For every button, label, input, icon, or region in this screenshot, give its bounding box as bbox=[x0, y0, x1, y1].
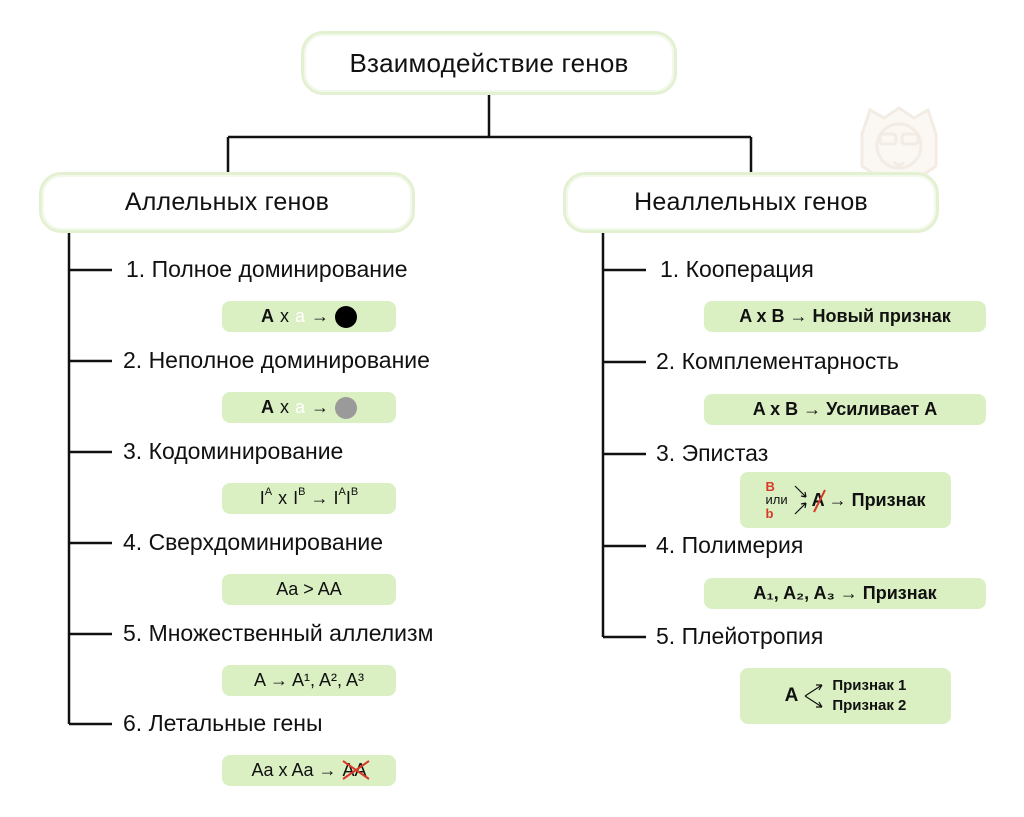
formula-epistasis: B или b A → Признак bbox=[740, 472, 951, 528]
nonallelic-title: Неаллельных генов bbox=[634, 188, 868, 216]
formula-overdominance: Aa > AA bbox=[222, 574, 396, 605]
root-to-branches-line bbox=[226, 95, 753, 172]
nonallelic-branch-ticks bbox=[603, 268, 646, 639]
formula-term: A bbox=[260, 306, 274, 326]
formula-cooperation: A x B → Новый признак bbox=[704, 301, 986, 332]
formula-result: → Признак bbox=[828, 489, 926, 510]
allelic-item-label: 5. Множественный аллелизм bbox=[123, 620, 434, 646]
nonallelic-node: Неаллельных генов bbox=[563, 172, 939, 233]
converging-arrows-icon bbox=[794, 485, 807, 515]
nonallelic-item-label: 1. Кооперация bbox=[660, 256, 814, 282]
formula-complete-dominance: A x a → bbox=[222, 301, 396, 332]
formula-term: b bbox=[765, 505, 774, 521]
formula-text: Aa x Aa → bbox=[251, 760, 337, 780]
formula-text: A₁, A₂, A₃ → Признак bbox=[753, 583, 937, 603]
nonallelic-item-label: 5. Плейотропия bbox=[656, 623, 824, 649]
formula-term: a bbox=[294, 397, 305, 417]
formula-text: Aa > AA bbox=[276, 579, 342, 599]
formula-incomplete-dominance: A x a → bbox=[222, 392, 396, 423]
nonallelic-item-label: 2. Комплементарность bbox=[656, 348, 899, 374]
formula-text: A x B → Новый признак bbox=[739, 306, 951, 326]
formula-operator: x bbox=[278, 488, 288, 508]
arrow-icon: → bbox=[311, 306, 329, 326]
formula-multiple-allelism: A → A¹, A², A³ bbox=[222, 665, 396, 696]
nonallelic-item-label: 4. Полимерия bbox=[656, 532, 804, 558]
allelic-branch-ticks bbox=[69, 268, 112, 726]
arrow-icon: → bbox=[311, 397, 329, 417]
formula-operator: x bbox=[279, 306, 289, 326]
formula-term: IB bbox=[293, 486, 306, 508]
allelic-item-label: 2. Неполное доминирование bbox=[123, 347, 430, 373]
crossed-out-gene: A bbox=[812, 489, 826, 512]
bear-logo-icon bbox=[860, 106, 938, 194]
crossed-out-genotype: AA bbox=[341, 760, 370, 781]
root-node: Взаимодействие генов bbox=[301, 31, 677, 95]
allelic-item-label: 3. Кодоминирование bbox=[123, 438, 344, 464]
epistasis-modifiers: B или b bbox=[765, 478, 788, 521]
strike-slash-icon bbox=[812, 489, 826, 512]
allelic-title: Аллельных генов bbox=[124, 188, 330, 216]
allelic-item-label: 6. Летальные гены bbox=[123, 710, 323, 736]
formula-text: A x B → Усиливает A bbox=[752, 399, 938, 419]
formula-complementarity: A x B → Усиливает A bbox=[704, 394, 986, 425]
formula-term: A bbox=[260, 397, 274, 417]
formula-codominance: IA x IB → IAIB bbox=[222, 483, 396, 514]
root-title: Взаимодействие генов bbox=[349, 47, 629, 78]
arrow-icon: → bbox=[310, 488, 329, 508]
pleiotropy-traits: Признак 1 Признак 2 bbox=[832, 676, 906, 717]
trait-label: Признак 2 bbox=[832, 697, 907, 714]
formula-term: a bbox=[294, 306, 305, 326]
black-circle-icon bbox=[335, 305, 357, 328]
trait-label: Признак 1 bbox=[832, 676, 907, 694]
nonallelic-item-label: 3. Эпистаз bbox=[656, 440, 769, 466]
formula-term: B bbox=[765, 478, 775, 494]
formula-polymery: A₁, A₂, A₃ → Признак bbox=[704, 578, 986, 609]
formula-text: A → A¹, A², A³ bbox=[253, 670, 365, 690]
formula-lethal-genes: Aa x Aa → AA bbox=[222, 755, 396, 786]
allelic-item-label: 1. Полное доминирование bbox=[126, 256, 408, 282]
formula-term: A bbox=[784, 685, 799, 706]
formula-operator: или bbox=[765, 492, 788, 508]
formula-operator: x bbox=[279, 397, 289, 417]
diverging-arrows-icon bbox=[805, 684, 823, 708]
allelic-item-label: 4. Сверхдоминирование bbox=[123, 529, 384, 555]
formula-pleiotropy: A Признак 1 Признак 2 bbox=[740, 668, 951, 724]
grey-circle-icon bbox=[335, 396, 357, 419]
strike-cross-icon bbox=[341, 760, 370, 780]
formula-result: IAIB bbox=[333, 486, 359, 508]
allelic-node: Аллельных генов bbox=[39, 172, 415, 233]
formula-term: IA bbox=[259, 486, 273, 508]
